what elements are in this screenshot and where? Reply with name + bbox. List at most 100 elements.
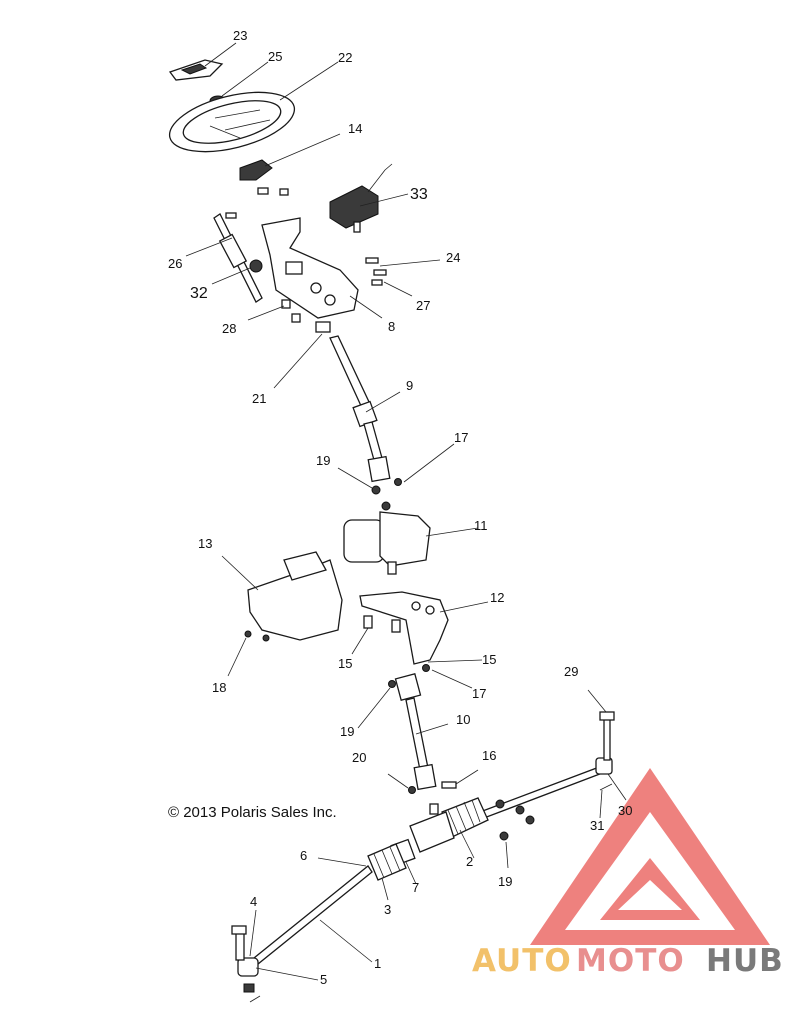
part-29-bolt bbox=[603, 715, 611, 761]
part-31-pin bbox=[599, 783, 613, 791]
callout-14: 14 bbox=[348, 121, 362, 136]
callout-33: 33 bbox=[410, 186, 428, 203]
callout-15-left: 15 bbox=[338, 656, 352, 671]
callout-28: 28 bbox=[222, 321, 236, 336]
callout-17-upper: 17 bbox=[454, 430, 468, 445]
part-19-nut-rack-a bbox=[495, 799, 505, 809]
watermark-hub: HUB bbox=[706, 943, 784, 979]
part-19-nut-upper bbox=[371, 485, 381, 495]
callout-5: 5 bbox=[320, 972, 327, 987]
callout-20: 20 bbox=[352, 750, 366, 765]
callout-16: 16 bbox=[482, 748, 496, 763]
fastener-a bbox=[257, 187, 269, 195]
callout-18: 18 bbox=[212, 680, 226, 695]
watermark-triangle-outer bbox=[530, 768, 770, 945]
bolt-27 bbox=[371, 279, 383, 286]
callout-9: 9 bbox=[406, 378, 413, 393]
callout-24: 24 bbox=[446, 250, 460, 265]
callout-32: 32 bbox=[190, 285, 208, 302]
part-5-tie-rod-end bbox=[237, 957, 259, 977]
part-11-input bbox=[381, 501, 391, 511]
upper-steering-shaft bbox=[329, 335, 402, 495]
part-2-boot-ribs bbox=[447, 799, 481, 835]
lower-steering-shaft bbox=[388, 672, 457, 794]
callout-6: 6 bbox=[300, 848, 307, 863]
part-33-connector bbox=[353, 221, 361, 233]
part-8-column-bracket bbox=[261, 217, 359, 319]
part-4-bolt-head bbox=[231, 925, 247, 935]
steering-rack-assembly bbox=[231, 711, 615, 1003]
part-14-hub bbox=[239, 159, 273, 181]
watermark-logo bbox=[530, 768, 770, 945]
part-5-pin bbox=[249, 995, 261, 1003]
callout-2: 2 bbox=[466, 854, 473, 869]
part-18-screw-a bbox=[244, 630, 252, 638]
part-tie-rod-right bbox=[479, 765, 606, 819]
part-15-bolt-a bbox=[363, 615, 373, 629]
callout-22: 22 bbox=[338, 50, 352, 65]
part-9-lower-shaft bbox=[363, 421, 383, 461]
part-12-slot-a bbox=[411, 601, 421, 611]
part-10-u-joint-upper bbox=[394, 672, 422, 702]
callout-19-upper: 19 bbox=[316, 453, 330, 468]
part-20-nut bbox=[408, 786, 416, 794]
part-17-bolt-upper bbox=[394, 478, 402, 486]
callout-27: 27 bbox=[416, 298, 430, 313]
part-12-bracket bbox=[359, 591, 449, 665]
part-11-motor-body bbox=[343, 519, 385, 563]
bolt-28b bbox=[291, 313, 301, 323]
watermark-moto: MOTO bbox=[576, 943, 685, 979]
callout-1: 1 bbox=[374, 956, 381, 971]
part-9-shaft bbox=[329, 335, 371, 409]
part-9-u-joint-lower bbox=[367, 455, 391, 483]
part-19-nut-rack-c bbox=[525, 815, 535, 825]
part-9-u-joint-upper bbox=[352, 400, 378, 428]
eps-motor-assembly bbox=[343, 501, 431, 575]
callout-25: 25 bbox=[268, 49, 282, 64]
part-12-slot-b bbox=[425, 605, 435, 615]
callout-labels: 23 25 22 14 33 26 32 24 27 8 28 21 9 17 … bbox=[168, 28, 632, 987]
callout-8: 8 bbox=[388, 319, 395, 334]
part-2-pinion bbox=[429, 803, 439, 815]
callout-23: 23 bbox=[233, 28, 247, 43]
part-3-boot-ribs bbox=[373, 846, 401, 879]
leader-lines bbox=[185, 42, 627, 981]
part-8-hole-a bbox=[310, 282, 322, 294]
part-21-coupler bbox=[315, 321, 331, 333]
part-5-nut bbox=[243, 983, 255, 993]
callout-10: 10 bbox=[456, 712, 470, 727]
part-15-bolt-b bbox=[391, 619, 401, 633]
callout-11: 11 bbox=[474, 518, 488, 533]
part-1-tie-rod-left bbox=[253, 865, 373, 965]
fastener-c bbox=[225, 212, 237, 219]
callout-19-mid: 19 bbox=[340, 724, 354, 739]
part-19-nut-rack-d bbox=[499, 831, 509, 841]
part-26-cylinder bbox=[218, 233, 248, 269]
part-13-top bbox=[283, 551, 327, 581]
motor-mount-bracket bbox=[359, 591, 449, 672]
callout-3: 3 bbox=[384, 902, 391, 917]
callout-13: 13 bbox=[198, 536, 212, 551]
callout-31: 31 bbox=[590, 818, 604, 833]
bolt-24b bbox=[373, 269, 387, 276]
callout-21: 21 bbox=[252, 391, 266, 406]
cover-assembly bbox=[244, 551, 343, 642]
part-29-bolt-head bbox=[599, 711, 615, 721]
callout-4: 4 bbox=[250, 894, 257, 909]
part-8-hole-b bbox=[324, 294, 336, 306]
callout-19-rack: 19 bbox=[498, 874, 512, 889]
callout-26: 26 bbox=[168, 256, 182, 271]
part-32-clip bbox=[249, 259, 263, 273]
steering-wheel-assembly bbox=[168, 59, 393, 333]
watermark-triangle-inner bbox=[600, 858, 700, 920]
callout-7: 7 bbox=[412, 880, 419, 895]
copyright-text: © 2013 Polaris Sales Inc. bbox=[168, 804, 337, 821]
callout-17-lower: 17 bbox=[472, 686, 486, 701]
callout-12: 12 bbox=[490, 590, 504, 605]
part-33-switch bbox=[329, 185, 379, 229]
part-11-output-shaft bbox=[387, 561, 397, 575]
watermark-auto: AUTO bbox=[472, 943, 572, 979]
bolt-24 bbox=[365, 257, 379, 264]
